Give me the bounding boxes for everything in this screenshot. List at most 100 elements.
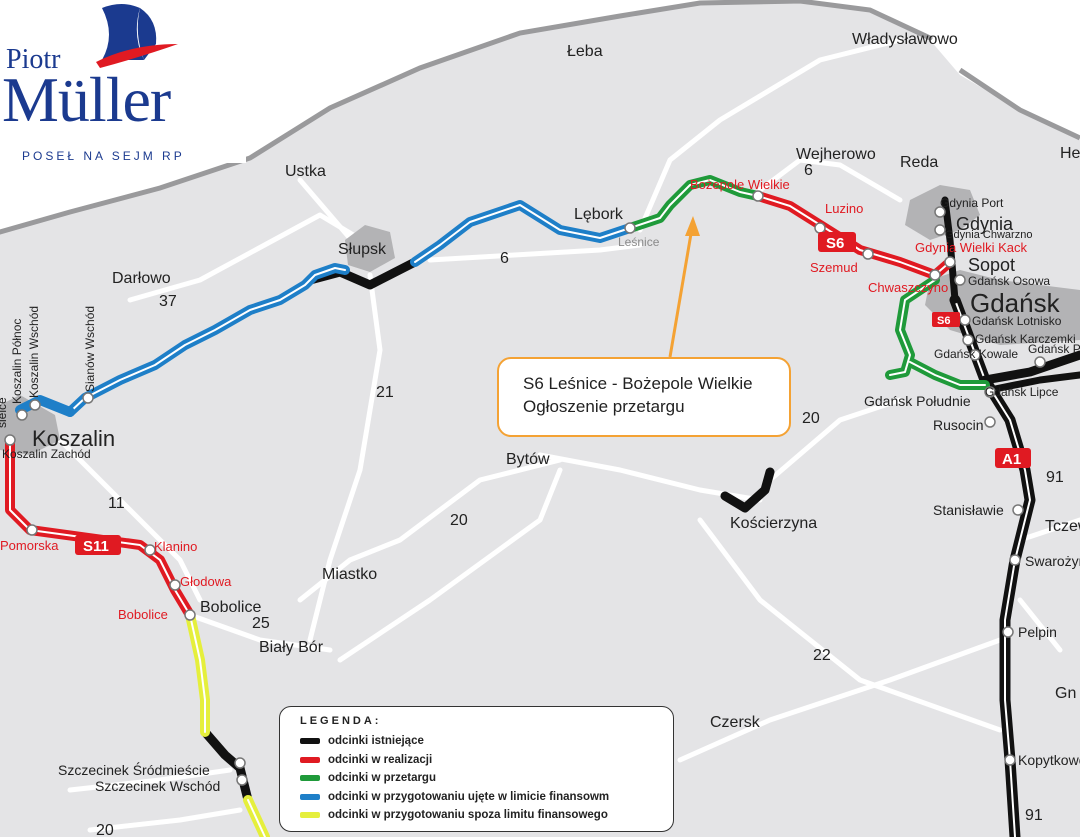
callout-line2: Ogłoszenie przetargu	[523, 397, 685, 416]
legend-label: odcinki w realizacji	[328, 753, 433, 766]
label-bialy-bor: Biały Bór	[259, 639, 324, 656]
coast-outline	[0, 0, 933, 235]
legend-item: odcinki w przetargu	[300, 769, 673, 788]
shield-s11: S11	[83, 538, 109, 555]
node-gdansk-pld: Gdańsk Południe	[864, 393, 971, 409]
label-kopytkowo: Kopytkowo	[1018, 752, 1080, 768]
label-lebork: Lębork	[574, 206, 624, 223]
node-gdynia-port: Gdynia Port	[940, 196, 1004, 210]
node-koszalin-pn: Koszalin Północ	[10, 319, 24, 404]
peninsula	[918, 52, 1080, 158]
label-szczecinek-srod: Szczecinek Śródmieście	[58, 761, 210, 778]
label-leba: Łeba	[567, 43, 603, 60]
node-gdansk-karczemki: Gdańsk Karczemki	[975, 332, 1076, 346]
legend-label: odcinki w przygotowaniu spoza limitu fin…	[328, 809, 608, 822]
road-22: 22	[813, 647, 831, 664]
legend-label: odcinki w przetargu	[328, 772, 436, 785]
legend-item: odcinki w przygotowaniu spoza limitu fin…	[300, 806, 673, 825]
road-25: 25	[252, 615, 270, 632]
road-21: 21	[376, 384, 394, 401]
east-road	[958, 67, 1080, 141]
node-glodowa: Głodowa	[180, 574, 232, 589]
node-gdynia-wk: Gdynia Wielki Kack	[915, 240, 1027, 255]
label-bytow: Bytów	[506, 451, 550, 468]
node-markers	[4, 190, 1046, 786]
node-gdansk-lipce: Gdańsk Lipce	[985, 385, 1059, 399]
road-20-a: 20	[802, 410, 820, 427]
node-bozepole: Bożepole Wielkie	[690, 177, 790, 192]
label-rusocin: Rusocin	[933, 417, 984, 433]
label-ustka: Ustka	[285, 163, 326, 180]
label-he: He	[1060, 145, 1080, 162]
label-miastko: Miastko	[322, 566, 377, 583]
label-bobolice: Bobolice	[200, 599, 261, 616]
road-20-c: 20	[96, 822, 114, 837]
label-swarozyn: Swarożyn	[1025, 553, 1080, 569]
node-gdansk-lotnisko: Gdańsk Lotnisko	[972, 314, 1062, 328]
legend-item: odcinki istniejące	[300, 732, 673, 751]
road-6-main: 6	[500, 250, 509, 267]
label-reda: Reda	[900, 154, 938, 171]
node-szemud: Szemud	[810, 260, 858, 275]
label-tczew: Tczew	[1045, 518, 1080, 535]
node-chwaszczyno: Chwaszczyno	[868, 280, 948, 295]
road-91-b: 91	[1025, 807, 1043, 824]
label-czersk: Czersk	[710, 714, 761, 731]
legend-title: LEGENDA:	[300, 715, 382, 727]
node-gdynia-chw: Gdynia Chwarzno	[945, 229, 1032, 241]
road-20-b: 20	[450, 512, 468, 529]
callout-box: S6 Leśnice - Bożepole Wielkie Ogłoszenie…	[497, 357, 791, 437]
node-lesnice: Leśnice	[618, 235, 660, 249]
node-koszalin-zach: Koszalin Zachód	[2, 447, 91, 461]
shield-s6-a: S6	[826, 235, 844, 252]
road-37: 37	[159, 293, 177, 310]
label-darlowo: Darłowo	[112, 270, 171, 287]
label-gdansk: Gdańsk	[970, 288, 1061, 318]
logo-subtitle: POSEŁ NA SEJM RP	[22, 149, 185, 163]
node-gdansk-osowa: Gdańsk Osowa	[968, 274, 1050, 288]
node-gdansk-po: Gdańsk Po	[1028, 342, 1080, 356]
node-sianow-wsch: Sianów Wschód	[83, 306, 97, 392]
place-labels: Łeba Władysławowo Ustka Słupsk Lębork We…	[32, 31, 1080, 794]
shield-s6-b: S6	[937, 315, 950, 327]
road-numbers: 6 6 37 21 20 20 20 11 25 22 91 91	[96, 162, 1064, 837]
label-stanislawie: Stanisławie	[933, 502, 1004, 518]
minor-roads	[57, 37, 1080, 833]
node-luzino: Luzino	[825, 201, 863, 216]
road-11: 11	[108, 495, 125, 512]
callout-arrow	[668, 221, 695, 358]
label-slupsk: Słupsk	[338, 241, 387, 258]
node-pomorska: Pomorska	[0, 538, 59, 553]
node-koszalin-wsch: Koszalin Wschód	[27, 306, 41, 398]
logo: Piotr Müller POSEŁ NA SEJM RP	[0, 0, 246, 163]
legend-swatch-tender	[300, 775, 320, 782]
label-koscierzyna: Kościerzyna	[730, 515, 817, 532]
label-gn: Gn	[1055, 685, 1076, 702]
logo-first-name: Piotr	[6, 44, 61, 75]
legend-swatch-existing	[300, 738, 320, 745]
yellow-roads	[185, 610, 270, 837]
node-gdansk-kowale: Gdańsk Kowale	[934, 347, 1018, 361]
shield-a1: A1	[1002, 451, 1021, 468]
callout-arrowhead	[685, 216, 700, 236]
legend-swatch-prep-outside	[300, 812, 320, 819]
node-bobolice: Bobolice	[118, 607, 168, 622]
road-91-a: 91	[1046, 469, 1064, 486]
node-klanino: Klanino	[154, 539, 197, 554]
callout-line1: S6 Leśnice - Bożepole Wielkie	[523, 374, 753, 393]
label-koszalin: Koszalin	[32, 426, 115, 451]
legend: LEGENDA: odcinki istniejące odcinki w re…	[279, 706, 674, 832]
legend-label: odcinki istniejące	[328, 735, 424, 748]
node-labels: Leśnice Bożepole Wielkie Luzino Szemud C…	[0, 177, 1080, 622]
blue-roads	[15, 200, 635, 417]
node-sianow-lbl: sielce	[0, 397, 9, 428]
label-pelpin: Pelpin	[1018, 624, 1057, 640]
road-shields: S6 S6 S11 A1	[75, 232, 1031, 555]
green-roads	[625, 175, 990, 390]
legend-item: odcinki w przygotowaniu ujęte w limicie …	[300, 788, 673, 807]
sail-logo-icon	[96, 4, 178, 68]
label-wladyslawowo: Władysławowo	[852, 31, 958, 48]
label-szczecinek-wsch: Szczecinek Wschód	[95, 778, 220, 794]
legend-label: odcinki w przygotowaniu ujęte w limicie …	[328, 790, 610, 803]
road-6-wejh: 6	[804, 162, 813, 179]
